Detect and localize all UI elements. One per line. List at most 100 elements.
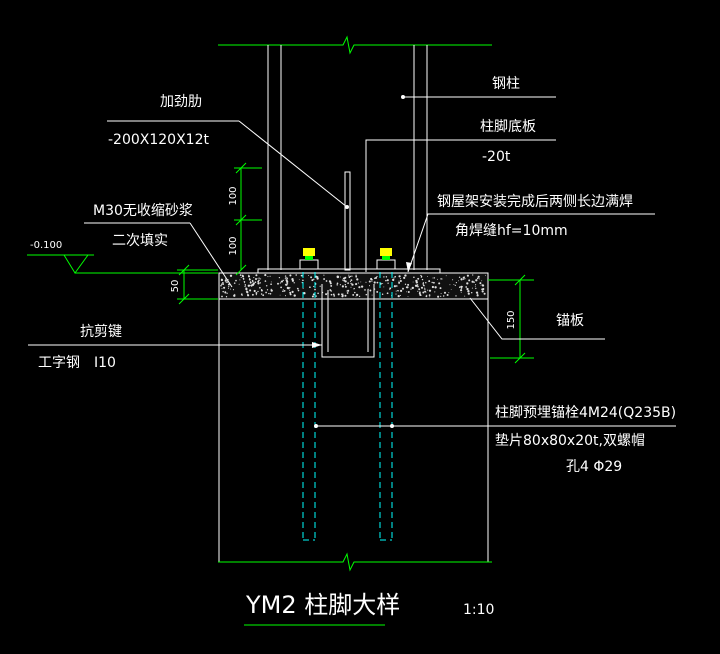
grout-speck (417, 277, 420, 280)
grout-speck (427, 275, 429, 277)
grout-speck (368, 280, 371, 283)
grout-speck (282, 290, 284, 292)
grout-speck (381, 293, 384, 295)
grout-speck (453, 284, 455, 285)
grout-speck (233, 294, 236, 297)
grout-speck (351, 275, 353, 277)
grout-speck (239, 274, 242, 276)
grout-speck (325, 280, 328, 282)
grout-speck (406, 291, 408, 293)
grout-speck (325, 293, 328, 296)
grout-speck (245, 285, 246, 287)
grout-speck (286, 280, 289, 284)
elevation-text: -0.100 (30, 240, 62, 251)
grout-speck (297, 289, 300, 292)
grout-speck (342, 279, 344, 281)
grout-speck (436, 278, 438, 280)
grout-speck (478, 278, 480, 280)
grout-speck (225, 296, 228, 298)
grout-speck (270, 288, 272, 290)
grout-speck (279, 283, 281, 285)
label-hole: 孔4 Φ29 (566, 459, 622, 475)
label-anchor-bolt: 柱脚预埋锚栓4M24(Q235B) (495, 405, 676, 421)
grout-speck (239, 279, 241, 281)
grout-speck (313, 285, 315, 288)
grout-speck (330, 284, 333, 287)
grout-speck (411, 286, 414, 290)
grout-speck (260, 278, 262, 280)
grout-speck (428, 289, 432, 292)
grout-speck (257, 280, 260, 283)
grout-speck (460, 292, 462, 294)
grout-speck (220, 283, 223, 285)
grout-speck (242, 277, 245, 280)
grout-speck (289, 291, 292, 294)
grout-speck (421, 278, 424, 281)
grout-speck (449, 284, 451, 286)
grout-speck (220, 278, 224, 282)
grout-speck (336, 282, 339, 285)
grout-speck (220, 284, 222, 287)
grout-speck (395, 293, 397, 295)
anchor-bolts (302, 272, 393, 541)
grout-speck (429, 296, 431, 298)
grout-speck (399, 289, 403, 293)
grout-speck (244, 284, 246, 286)
grout-speck (365, 281, 367, 283)
grout-speck (477, 294, 479, 296)
grout-speck (481, 288, 483, 291)
grout-speck (405, 286, 408, 289)
grout-speck (314, 288, 316, 291)
grout-speck (360, 281, 362, 283)
grout-speck (454, 284, 456, 286)
grout-speck (397, 295, 400, 298)
grout-speck (373, 281, 376, 284)
grout-speck (483, 292, 486, 295)
grout-speck (472, 274, 474, 276)
grout-speck (258, 279, 260, 282)
grout-speck (222, 290, 224, 293)
grout-speck (475, 287, 477, 290)
grout-speck (353, 288, 355, 290)
grout-speck (280, 281, 282, 283)
grout-speck (441, 278, 443, 280)
grout-speck (355, 275, 358, 278)
grout-speck (477, 275, 480, 278)
grout-speck (300, 274, 303, 277)
grout-speck (352, 293, 355, 296)
grout-speck (350, 286, 352, 288)
grout-speck (227, 287, 229, 289)
grout-speck (463, 278, 465, 280)
grout-speck (399, 279, 402, 283)
grout-speck (278, 276, 281, 279)
grout-speck (369, 289, 372, 292)
grout-speck (342, 293, 344, 295)
grout-speck (481, 280, 483, 282)
grout-speck (474, 285, 476, 287)
grout-speck (308, 275, 310, 277)
grout-speck (221, 295, 223, 298)
grout-speck (257, 282, 260, 285)
grout-speck (368, 285, 371, 287)
grout-speck (224, 279, 227, 282)
grout-speck (262, 294, 265, 297)
grout-speck (249, 289, 252, 292)
grout-speck (428, 280, 431, 283)
grout-speck (440, 293, 442, 295)
grout-speck (383, 286, 385, 288)
grout-speck (432, 281, 435, 284)
grout-speck (376, 281, 379, 284)
grout-speck (225, 281, 227, 284)
grout-speck (392, 278, 395, 282)
grout-speck (303, 292, 306, 295)
grout-speck (350, 281, 351, 282)
grout-speck (360, 285, 364, 288)
grout-speck (347, 289, 350, 292)
grout-speck (376, 290, 379, 293)
grout-speck (460, 285, 463, 288)
drawing-scale: 1:10 (463, 602, 494, 618)
grout-speck (443, 291, 447, 294)
label-grout: M30无收缩砂浆 (93, 203, 193, 219)
grout-speck (382, 283, 384, 284)
